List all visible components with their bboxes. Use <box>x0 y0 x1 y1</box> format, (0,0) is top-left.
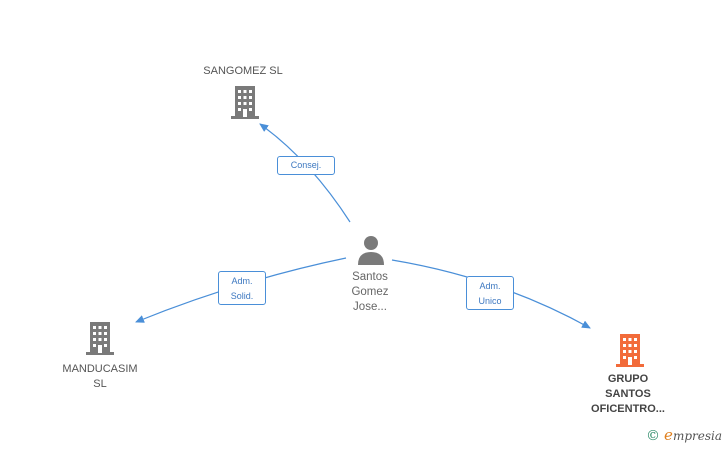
edge-label-consej-text: Consej. <box>290 160 322 170</box>
node-label-manducasim[interactable]: MANDUCASIM SL <box>50 362 150 392</box>
manducasim-line1: MANDUCASIM <box>62 363 138 375</box>
building-icon[interactable] <box>84 320 116 356</box>
brand-e: e <box>664 426 673 444</box>
edge-label-adm-solid-line2: Solid. <box>230 291 254 301</box>
manducasim-line2: SL <box>93 378 107 390</box>
edge-label-adm-solid-line1: Adm. <box>231 276 253 286</box>
edge-label-adm-solid: Adm. Solid. <box>218 271 266 305</box>
brand-rest: mpresia <box>672 429 722 443</box>
person-icon[interactable] <box>356 234 386 266</box>
empresia-watermark: ©empresia <box>646 426 722 444</box>
grupo-line2: SANTOS <box>605 388 651 400</box>
edge-label-adm-unico-line1: Adm. <box>479 281 501 291</box>
grupo-line3: OFICENTRO... <box>591 403 665 415</box>
node-label-sangomez[interactable]: SANGOMEZ SL <box>203 65 283 77</box>
edge-label-consej: Consej. <box>277 156 335 175</box>
building-icon-highlighted[interactable] <box>614 332 646 368</box>
person-name-line1: Santos <box>352 271 388 283</box>
person-name-line2: Gomez <box>351 286 389 298</box>
person-name-line3: Jose... <box>353 301 387 313</box>
node-label-person[interactable]: Santos Gomez Jose... <box>330 270 410 315</box>
edge-label-adm-unico: Adm. Unico <box>466 276 514 310</box>
building-icon[interactable] <box>229 84 261 120</box>
copyright-symbol: © <box>646 428 661 444</box>
node-label-grupo-santos[interactable]: GRUPO SANTOS OFICENTRO... <box>576 372 680 417</box>
edge-label-adm-unico-line2: Unico <box>478 296 502 306</box>
grupo-line1: GRUPO <box>607 373 649 385</box>
